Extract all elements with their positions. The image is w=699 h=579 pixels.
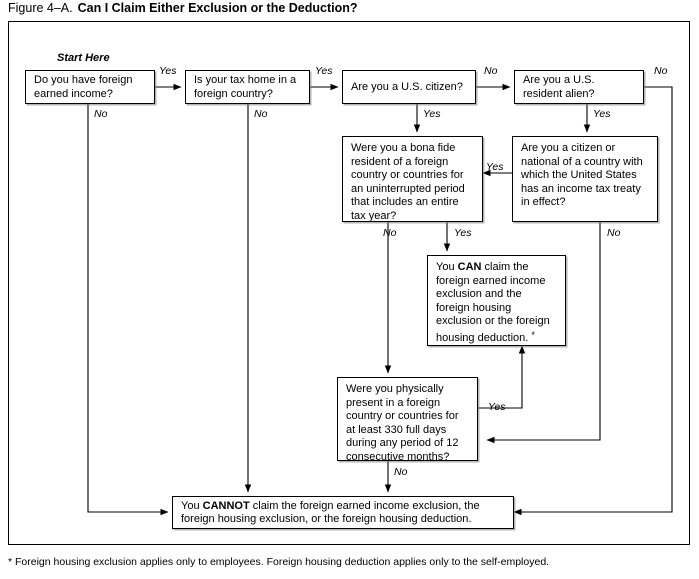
- figure-title-text: Can I Claim Either Exclusion or the Dedu…: [77, 1, 358, 15]
- edge-label-taxhome-no: No: [254, 108, 268, 120]
- node-bona-fide-resident-text: Were you a bona fide resident of a forei…: [351, 142, 465, 222]
- node-tax-home-text: Is your tax home in a foreign country?: [194, 74, 297, 100]
- edge-label-bonafide-no: No: [383, 227, 397, 239]
- edge-label-taxhome-yes: Yes: [315, 65, 333, 77]
- edge-label-alien-yes: Yes: [593, 108, 611, 120]
- node-cannot-claim-prefix: You: [181, 499, 203, 512]
- node-can-claim-suffix: claim the foreign earned income exclusio…: [436, 261, 550, 344]
- edge-label-income-no: No: [94, 108, 108, 120]
- node-tax-treaty[interactable]: Are you a citizen or national of a count…: [512, 136, 658, 222]
- node-cannot-claim-emphasis: CANNOT: [202, 499, 250, 512]
- node-can-claim[interactable]: You CAN claim the foreign earned income …: [427, 255, 566, 346]
- node-cannot-claim-block: You CANNOT claim the foreign earned inco…: [181, 500, 506, 527]
- node-tax-treaty-text: Are you a citizen or national of a count…: [521, 142, 643, 208]
- node-cannot-claim[interactable]: You CANNOT claim the foreign earned inco…: [172, 496, 514, 529]
- start-here-label: Start Here: [57, 52, 110, 64]
- node-can-claim-emphasis: CAN: [457, 261, 482, 273]
- edge-label-citizen-no: No: [484, 65, 498, 77]
- node-resident-alien[interactable]: Are you a U.S. resident alien?: [514, 70, 644, 104]
- node-physical-presence[interactable]: Were you physically present in a foreign…: [337, 377, 478, 463]
- edge-label-treaty-no: No: [607, 227, 621, 239]
- figure-number: Figure 4–A.: [8, 1, 73, 15]
- node-bona-fide-resident[interactable]: Were you a bona fide resident of a forei…: [342, 136, 483, 222]
- edge-label-income-yes: Yes: [159, 65, 177, 77]
- node-cannot-claim-suffix: claim the foreign earned income exclusio…: [181, 499, 480, 526]
- node-can-claim-footnote-marker: *: [531, 329, 535, 340]
- node-us-citizen-text: Are you a U.S. citizen?: [351, 80, 463, 93]
- edge-label-citizen-yes: Yes: [423, 108, 441, 120]
- node-tax-home[interactable]: Is your tax home in a foreign country?: [185, 70, 310, 104]
- edge-label-bonafide-yes: Yes: [454, 227, 472, 239]
- node-us-citizen[interactable]: Are you a U.S. citizen?: [342, 70, 476, 104]
- edge-label-presence-no: No: [394, 466, 408, 478]
- node-resident-alien-text: Are you a U.S. resident alien?: [523, 74, 595, 100]
- node-can-claim-prefix: You: [436, 261, 458, 273]
- node-foreign-earned-income-text: Do you have foreign earned income?: [34, 74, 133, 100]
- footnote: * Foreign housing exclusion applies only…: [8, 556, 550, 568]
- node-foreign-earned-income[interactable]: Do you have foreign earned income?: [25, 70, 155, 104]
- page-title: Figure 4–A. Can I Claim Either Exclusion …: [8, 1, 358, 15]
- edge-label-treaty-yes: Yes: [486, 161, 504, 173]
- node-physical-presence-text: Were you physically present in a foreign…: [346, 383, 459, 463]
- edge-label-alien-no: No: [654, 65, 668, 77]
- edge-label-presence-yes: Yes: [488, 401, 506, 413]
